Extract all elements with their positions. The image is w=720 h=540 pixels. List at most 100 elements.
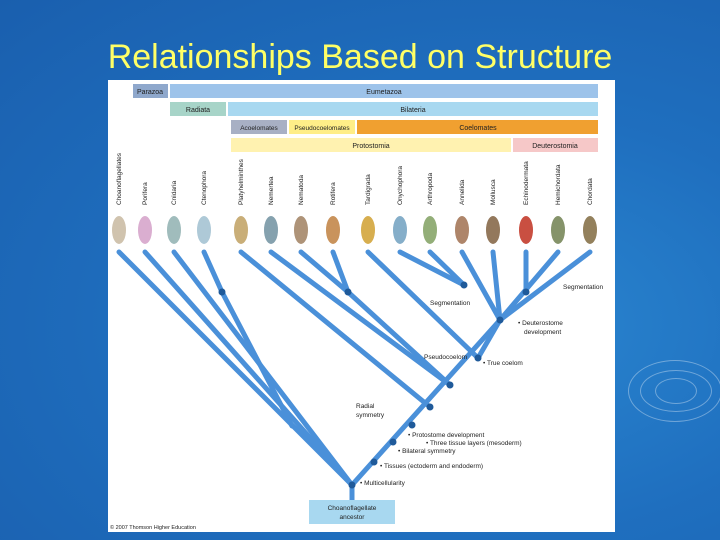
branches xyxy=(116,249,593,503)
label-radial-2: symmetry xyxy=(356,412,385,419)
band-pseudocoelomates xyxy=(289,120,355,134)
taxon-label-9: Onychophora xyxy=(397,166,404,205)
branch-porifera xyxy=(142,249,355,488)
node-three-tissue xyxy=(408,421,416,429)
label-multicellularity: • Multicellularity xyxy=(360,480,406,487)
band-parazoa-label: Parazoa xyxy=(137,89,163,96)
node-bilateral xyxy=(389,438,397,446)
band-protostomia-label: Protostomia xyxy=(352,143,389,150)
organism-icon-11 xyxy=(455,216,469,244)
label-tissues: • Tissues (ectoderm and endoderm) xyxy=(380,463,483,470)
taxon-label-13: Echinodermata xyxy=(523,161,530,205)
branch-mollusca xyxy=(490,249,503,323)
taxon-label-3: Ctenophora xyxy=(201,171,208,205)
branch-rotifera xyxy=(330,249,351,295)
band-coelomates xyxy=(357,120,598,134)
branch-tardigrada xyxy=(365,249,481,361)
label-three-tissue: • Three tissue layers (mesoderm) xyxy=(426,440,522,447)
slide-title: Relationships Based on Structure xyxy=(107,38,613,76)
label-bilateral: • Bilateral symmetry xyxy=(398,448,456,455)
organism-icon-6 xyxy=(294,216,308,244)
taxon-label-11: Annelida xyxy=(459,179,466,205)
band-deuterostomia xyxy=(513,138,598,152)
organism-icon-5 xyxy=(264,216,278,244)
branch-annelida xyxy=(459,249,503,323)
taxon-label-1: Porifera xyxy=(142,182,149,205)
node-segmentation-right xyxy=(522,288,530,296)
band-acoelomates xyxy=(231,120,287,134)
label-segmentation-right: Segmentation xyxy=(563,284,603,291)
band-eumetazoa-label: Eumetazoa xyxy=(366,89,402,96)
label-segmentation-left: Segmentation xyxy=(430,300,470,307)
node-pseudocoelom xyxy=(446,381,454,389)
node-segmentation-left xyxy=(460,281,468,289)
node-deuterostome xyxy=(496,316,504,324)
branch-cnidaria-ctenophora xyxy=(219,289,295,429)
label-deuterostome-1: • Deuterostome xyxy=(518,320,563,327)
organism-icon-14 xyxy=(551,216,565,244)
organism-icon-3 xyxy=(197,216,211,244)
branch-chordata xyxy=(497,249,593,323)
band-protostomia xyxy=(231,138,511,152)
ancestor-label-2: ancestor xyxy=(340,514,366,521)
branch-nemertea xyxy=(268,249,453,388)
organism-icon-8 xyxy=(361,216,375,244)
label-pseudocoelom: Pseudocoelom xyxy=(424,354,467,361)
phylogeny-tree: Parazoa Eumetazoa Radiata Bilateria Acoe… xyxy=(110,84,603,531)
taxon-label-8: Tardigrada xyxy=(365,174,372,205)
branch-pseudocoelomate-clade xyxy=(345,289,453,388)
taxon-label-14: Hemichordata xyxy=(555,164,562,205)
branch-platyhelminthes xyxy=(238,249,433,410)
taxon-label-15: Chordata xyxy=(587,178,594,205)
label-deuterostome-2: development xyxy=(524,329,561,336)
label-radial-1: Radial xyxy=(356,403,375,410)
node-protostome xyxy=(426,403,434,411)
node-multicellularity xyxy=(348,481,356,489)
band-radiata-label: Radiata xyxy=(186,107,210,114)
taxon-label-2: Cnidaria xyxy=(171,180,178,205)
band-radiata xyxy=(170,102,226,116)
phylogeny-figure: Parazoa Eumetazoa Radiata Bilateria Acoe… xyxy=(108,80,615,532)
label-true-coelom: • True coelom xyxy=(483,360,523,367)
branch-trunk xyxy=(349,317,503,488)
organism-icon-4 xyxy=(234,216,248,244)
branch-ctenophora xyxy=(201,249,225,295)
taxon-label-4: Platyhelminthes xyxy=(238,158,245,205)
band-bilateria xyxy=(228,102,598,116)
taxon-label-6: Nematoda xyxy=(298,175,305,205)
band-parazoa xyxy=(133,84,168,98)
band-deuterostomia-label: Deuterostomia xyxy=(532,143,578,150)
node-true-coelom xyxy=(474,354,482,362)
taxon-label-12: Mollusca xyxy=(490,179,497,205)
organism-icons xyxy=(112,216,597,244)
branch-arthropoda xyxy=(427,249,467,288)
ancestor-box xyxy=(309,500,395,524)
band-pseudocoelomates-label: Pseudocoelomates xyxy=(294,125,350,132)
node-radiata xyxy=(218,288,226,296)
taxon-label-0: Choanoflagellates xyxy=(116,152,123,205)
taxon-label-7: Rotifera xyxy=(330,182,337,205)
organism-icon-15 xyxy=(583,216,597,244)
branch-nematoda xyxy=(298,249,351,295)
ancestor-label-1: Choanoflagellate xyxy=(328,505,377,512)
organism-icon-13 xyxy=(519,216,533,244)
branch-choanoflagellates xyxy=(116,249,355,488)
node-tissues xyxy=(370,458,378,466)
label-protostome: • Protostome development xyxy=(408,432,485,439)
band-eumetazoa xyxy=(170,84,598,98)
organism-icon-1 xyxy=(138,216,152,244)
organism-icon-0 xyxy=(112,216,126,244)
nodes xyxy=(218,281,530,489)
organism-icon-12 xyxy=(486,216,500,244)
organism-icon-10 xyxy=(423,216,437,244)
organism-icon-9 xyxy=(393,216,407,244)
branch-hemichordata xyxy=(497,249,561,323)
annotations: Segmentation Segmentation • Deuterostome… xyxy=(356,284,603,487)
taxon-label-5: Nemertea xyxy=(268,176,275,205)
band-coelomates-label: Coelomates xyxy=(459,125,497,132)
node-pseudocoelomates xyxy=(344,288,352,296)
copyright: © 2007 Thomson Higher Education xyxy=(110,524,196,531)
taxon-label-10: Arthropoda xyxy=(427,172,434,205)
band-acoelomates-label: Acoelomates xyxy=(240,125,278,132)
